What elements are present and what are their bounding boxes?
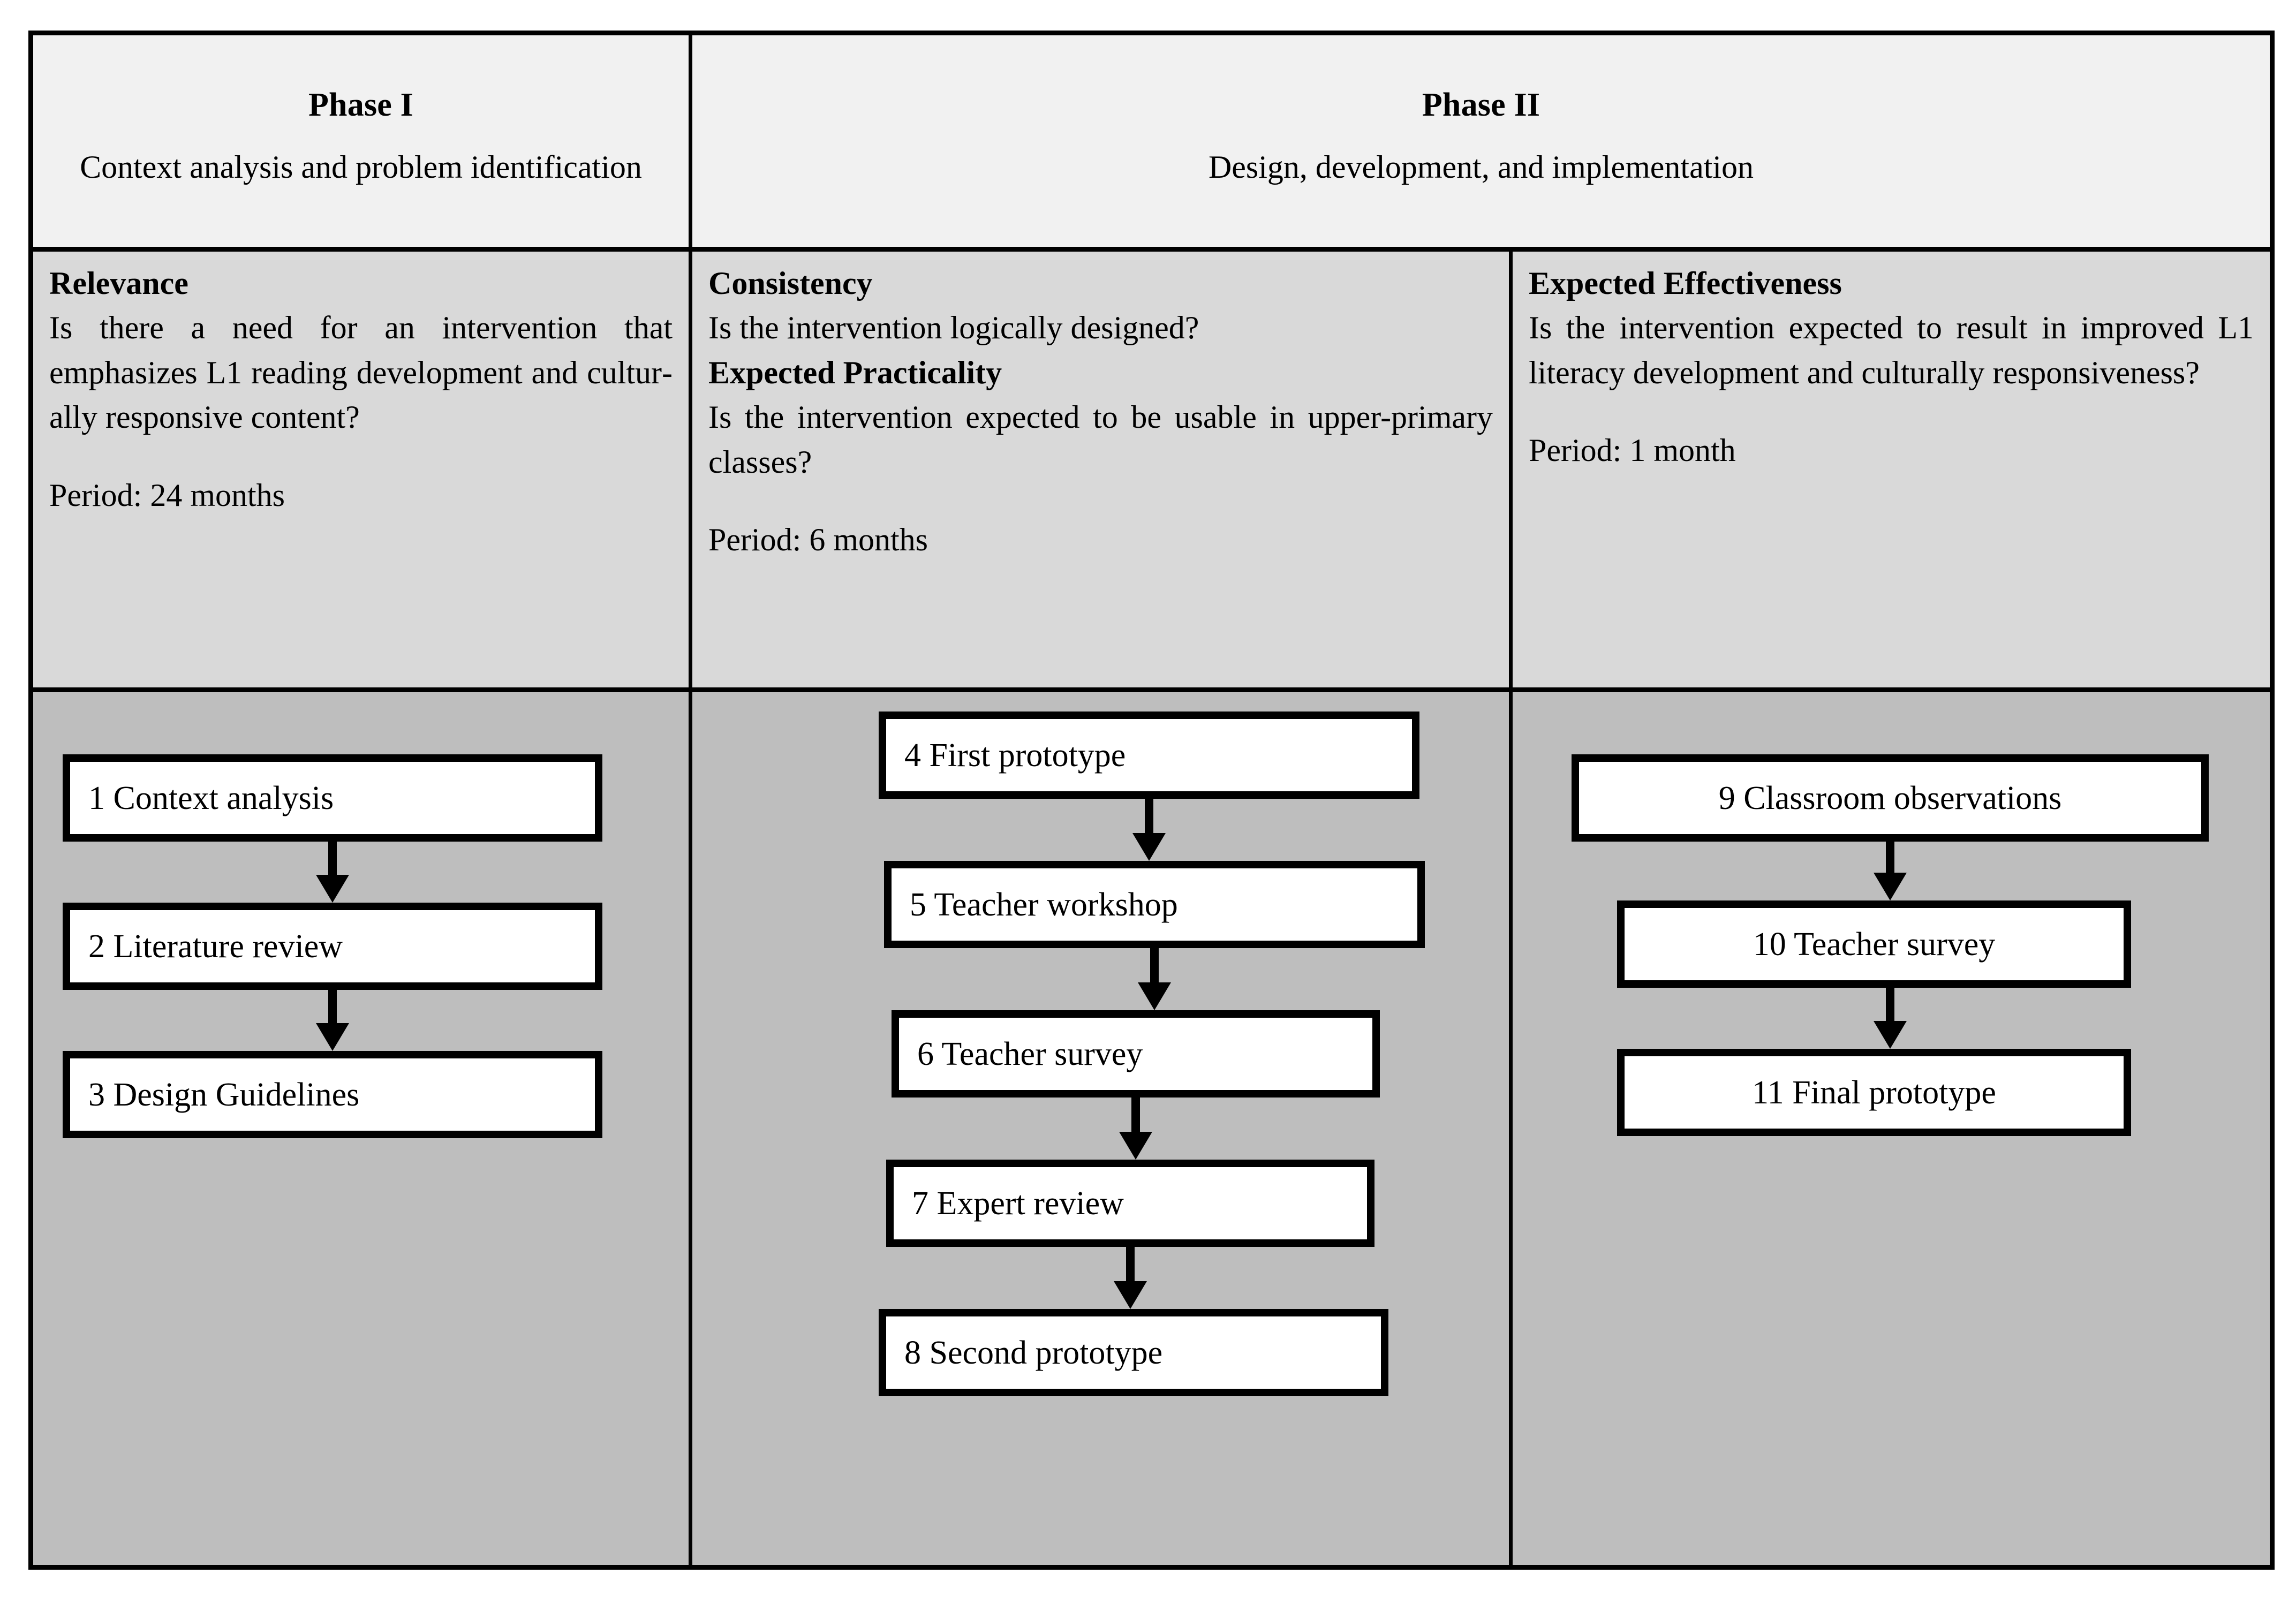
phase-table: Phase I Context analysis and problem ide… (28, 31, 2275, 1570)
flow-column-phase-2a: 4 First prototype 5 Teacher workshop 6 T… (692, 692, 1513, 1565)
flow-node-1[interactable]: 1 Context analysis (63, 754, 602, 842)
criteria-period-relevance: Period: 24 months (49, 477, 285, 513)
criteria-row: Relevance Is there a need for an interve… (33, 252, 2270, 692)
flow-arrow-1-to-2 (292, 842, 373, 903)
criteria-question-expected-practicality: Is the intervention expected to be usabl… (708, 399, 1493, 480)
phase-1-header-cell: Phase I Context analysis and problem ide… (33, 35, 692, 247)
flow-node-6[interactable]: 6 Teacher survey (892, 1010, 1380, 1098)
flow-node-9-label: 9 Classroom observations (1718, 779, 2062, 816)
flow-node-5-label: 5 Teacher workshop (910, 886, 1178, 923)
flow-node-5[interactable]: 5 Teacher workshop (884, 861, 1425, 948)
flow-node-1-label: 1 Context analysis (88, 779, 334, 816)
criteria-question-relevance: Is there a need for an intervention that… (49, 310, 673, 435)
phase-2-subtitle: Design, development, and implementation (1208, 149, 1754, 185)
flow-node-11[interactable]: 11 Final prototype (1617, 1049, 2131, 1136)
criteria-title-relevance: Relevance (49, 266, 188, 301)
flow-arrow-2-to-3 (292, 990, 373, 1051)
phase-2-title: Phase II (1422, 86, 1540, 123)
flow-node-8-label: 8 Second prototype (904, 1334, 1163, 1371)
flow-arrow-10-to-11 (1850, 988, 1930, 1049)
phase-header-row: Phase I Context analysis and problem ide… (33, 35, 2270, 252)
flow-node-7-label: 7 Expert review (912, 1185, 1124, 1222)
flow-arrow-4-to-5 (1109, 799, 1189, 861)
flow-column-phase-2b: 9 Classroom observations 10 Teacher surv… (1513, 692, 2270, 1565)
flow-node-4-label: 4 First prototype (904, 737, 1126, 774)
flow-node-2-label: 2 Literature review (88, 928, 343, 965)
criteria-cell-relevance: Relevance Is there a need for an interve… (33, 252, 692, 687)
criteria-spacer (49, 440, 673, 473)
phase-1-subtitle: Context analysis and problem identificat… (80, 149, 642, 185)
flow-node-7[interactable]: 7 Expert review (886, 1160, 1374, 1247)
flow-node-8[interactable]: 8 Second prototype (879, 1309, 1388, 1396)
flow-node-6-label: 6 Teacher survey (917, 1035, 1143, 1072)
criteria-question-consistency: Is the intervention logically designed? (708, 310, 1199, 346)
criteria-period-consistency: Period: 6 months (708, 521, 928, 557)
flow-node-10[interactable]: 10 Teacher survey (1617, 900, 2131, 988)
criteria-period-expected-effectiveness: Period: 1 month (1529, 433, 1736, 468)
flow-node-9[interactable]: 9 Classroom observations (1572, 754, 2209, 842)
criteria-title-expected-practicality: Expected Practicality (708, 354, 1002, 390)
flow-node-4[interactable]: 4 First prototype (879, 712, 1419, 799)
criteria-spacer (1529, 395, 2254, 428)
flow-arrow-6-to-7 (1096, 1098, 1176, 1160)
flow-arrow-7-to-8 (1090, 1247, 1170, 1309)
flowchart-row: 1 Context analysis 2 Literature review 3… (33, 692, 2270, 1565)
flow-node-10-label: 10 Teacher survey (1753, 926, 1996, 963)
flow-node-3[interactable]: 3 Design Guidelines (63, 1051, 602, 1138)
flow-arrow-5-to-6 (1114, 948, 1195, 1010)
criteria-spacer (708, 485, 1493, 518)
criteria-question-expected-effectiveness: Is the intervention expected to result i… (1529, 310, 2254, 390)
criteria-cell-expected-effectiveness: Expected Effectiveness Is the interventi… (1513, 252, 2270, 687)
flow-column-phase-1: 1 Context analysis 2 Literature review 3… (33, 692, 692, 1565)
flow-node-11-label: 11 Final prototype (1752, 1074, 1996, 1111)
criteria-title-consistency: Consistency (708, 266, 873, 301)
table-grid: Phase I Context analysis and problem ide… (33, 35, 2270, 1565)
phase-1-title: Phase I (308, 86, 414, 123)
criteria-cell-consistency: Consistency Is the intervention logicall… (692, 252, 1513, 687)
flow-node-3-label: 3 Design Guidelines (88, 1076, 360, 1113)
criteria-title-expected-effectiveness: Expected Effectiveness (1529, 266, 1842, 301)
flow-arrow-9-to-10 (1850, 842, 1930, 900)
flow-node-2[interactable]: 2 Literature review (63, 903, 602, 990)
phase-2-header-cell: Phase II Design, development, and implem… (692, 35, 2270, 247)
